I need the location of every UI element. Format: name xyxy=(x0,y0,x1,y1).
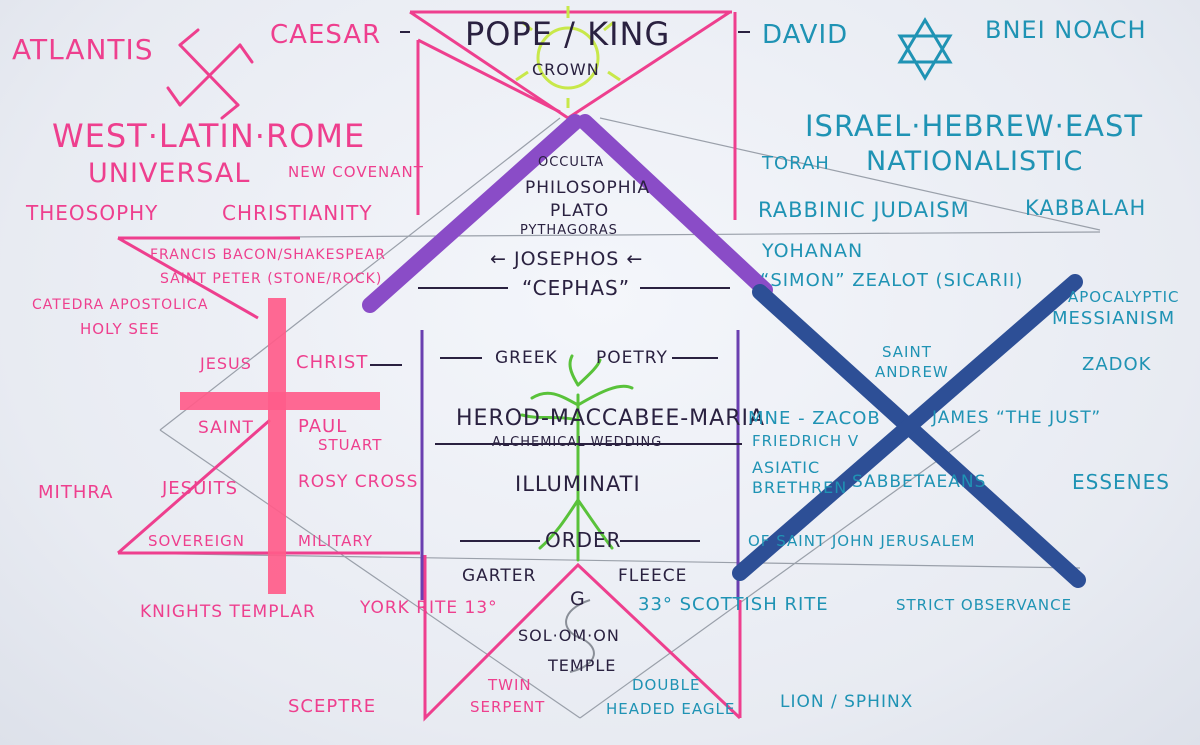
label-sovereign: SOVEREIGN xyxy=(148,534,245,549)
label-rosy-cross: ROSY CROSS xyxy=(298,474,418,491)
star-triangle-up xyxy=(900,20,950,62)
label-illuminati: ILLUMINATI xyxy=(515,474,641,495)
label-theosophy: THEOSOPHY xyxy=(26,203,158,223)
label-atlantis: ATLANTIS xyxy=(12,36,154,64)
label-asiatic: ASIATIC xyxy=(752,460,820,476)
cross-vertical xyxy=(268,298,286,594)
tree-branch xyxy=(578,386,632,405)
label-brethren: BRETHREN xyxy=(752,480,847,496)
label-alchemical: ALCHEMICAL WEDDING xyxy=(492,436,662,449)
label-west-latin-rome: WEST·LATIN·ROME xyxy=(52,120,365,152)
label-yohanan: YOHANAN xyxy=(762,242,863,261)
label-saint-peter: SAINT PETER (STONE/ROCK) xyxy=(160,272,382,286)
label-herod: HEROD-MACCABEE-MARIA xyxy=(456,408,765,430)
label-double: DOUBLE xyxy=(632,678,700,693)
sun-ray xyxy=(608,72,620,80)
label-g: G xyxy=(570,590,586,609)
label-greek: GREEK xyxy=(495,350,558,367)
label-holy-see: HOLY SEE xyxy=(80,322,160,337)
label-jesuits: JESUITS xyxy=(162,480,238,498)
label-rabbinic-judaism: RABBINIC JUDAISM xyxy=(758,200,970,221)
cross-horizontal xyxy=(180,392,380,410)
label-garter: GARTER xyxy=(462,568,536,585)
label-serpent: SERPENT xyxy=(470,700,545,715)
label-torah: TORAH xyxy=(762,155,830,173)
label-new-covenant: NEW COVENANT xyxy=(288,165,424,180)
label-sabbateans: SABBETAEANS xyxy=(852,474,986,491)
label-pope-king: POPE / KING xyxy=(465,18,670,50)
label-order: ORDER xyxy=(545,530,622,550)
label-stuart: STUART xyxy=(318,438,382,453)
label-christ: CHRIST xyxy=(296,354,368,372)
label-essenes: ESSENES xyxy=(1072,472,1170,492)
label-francis-bacon: FRANCIS BACON/SHAKESPEAR xyxy=(150,248,386,262)
label-josephos: ← JOSEPHOS ← xyxy=(490,250,643,269)
label-twin: TWIN xyxy=(488,678,532,693)
label-solomon: SOL·OM·ON xyxy=(518,628,620,644)
label-zadok: ZADOK xyxy=(1082,356,1151,374)
label-saint-andrew-1: SAINT xyxy=(882,345,932,360)
label-caesar: CAESAR xyxy=(270,22,381,48)
swastika-icon xyxy=(168,30,252,118)
label-of-saint-john: OF SAINT JOHN JERUSALEM xyxy=(748,534,975,549)
label-headed-eagle: HEADED EAGLE xyxy=(606,702,735,717)
label-crown: CROWN xyxy=(532,62,600,78)
label-paul: PAUL xyxy=(298,418,347,436)
label-philosophia: PHILOSOPHIA xyxy=(525,180,650,197)
label-messianism: MESSIANISM xyxy=(1052,310,1175,328)
label-friedrich: FRIEDRICH V xyxy=(752,434,859,449)
label-lion-sphinx: LION / SPHINX xyxy=(780,694,913,711)
label-military: MILITARY xyxy=(298,534,373,549)
label-saint-andrew-2: ANDREW xyxy=(875,365,949,380)
label-jesus: JESUS xyxy=(200,356,252,372)
label-cathedra: CATEDRA APOSTOLICA xyxy=(32,298,208,312)
label-cephas: “CEPHAS” xyxy=(522,278,630,298)
purple-pillars xyxy=(422,330,738,600)
label-scottish-rite: 33° SCOTTISH RITE xyxy=(638,596,829,614)
star-triangle-down xyxy=(900,36,950,78)
label-christianity: CHRISTIANITY xyxy=(222,203,373,223)
label-temple: TEMPLE xyxy=(548,658,616,674)
label-kabbalah: KABBALAH xyxy=(1025,198,1146,219)
tree-branch xyxy=(532,393,578,405)
swastika-stroke xyxy=(240,45,252,62)
label-universal: UNIVERSAL xyxy=(88,160,250,187)
label-strict-observance: STRICT OBSERVANCE xyxy=(896,598,1072,613)
swastika-stroke xyxy=(180,30,198,45)
star-of-david-icon xyxy=(900,20,950,78)
label-simon-zealot: “SIMON” ZEALOT (SICARII) xyxy=(760,272,1023,290)
label-saint: SAINT xyxy=(198,420,254,437)
label-plato: PLATO xyxy=(550,203,609,220)
label-poetry: POETRY xyxy=(596,350,668,367)
label-bnei-noach: BNEI NOACH xyxy=(985,18,1147,42)
label-mithra: MITHRA xyxy=(38,484,113,502)
guide-line xyxy=(120,553,1080,568)
label-nationalistic: NATIONALISTIC xyxy=(866,148,1083,175)
label-york-rite: YORK RITE 13° xyxy=(360,600,498,617)
label-apocalyptic: APOCALYPTIC xyxy=(1068,290,1179,305)
label-david: DAVID xyxy=(762,22,848,48)
sun-ray xyxy=(516,72,528,80)
label-occulta: OCCULTA xyxy=(538,156,604,169)
label-sceptre: SCEPTRE xyxy=(288,698,376,716)
label-fleece: FLEECE xyxy=(618,568,687,585)
label-pythagoras: PYTHAGORAS xyxy=(520,224,618,237)
tree-branch xyxy=(570,356,578,385)
label-james: JAMES “THE JUST” xyxy=(932,410,1101,427)
label-israel-hebrew-east: ISRAEL·HEBREW·EAST xyxy=(805,112,1143,141)
label-knights-templar: KNIGHTS TEMPLAR xyxy=(140,604,316,621)
label-mne-zacob: MNE - ZACOB xyxy=(748,410,881,428)
swastika-stroke xyxy=(168,88,180,105)
